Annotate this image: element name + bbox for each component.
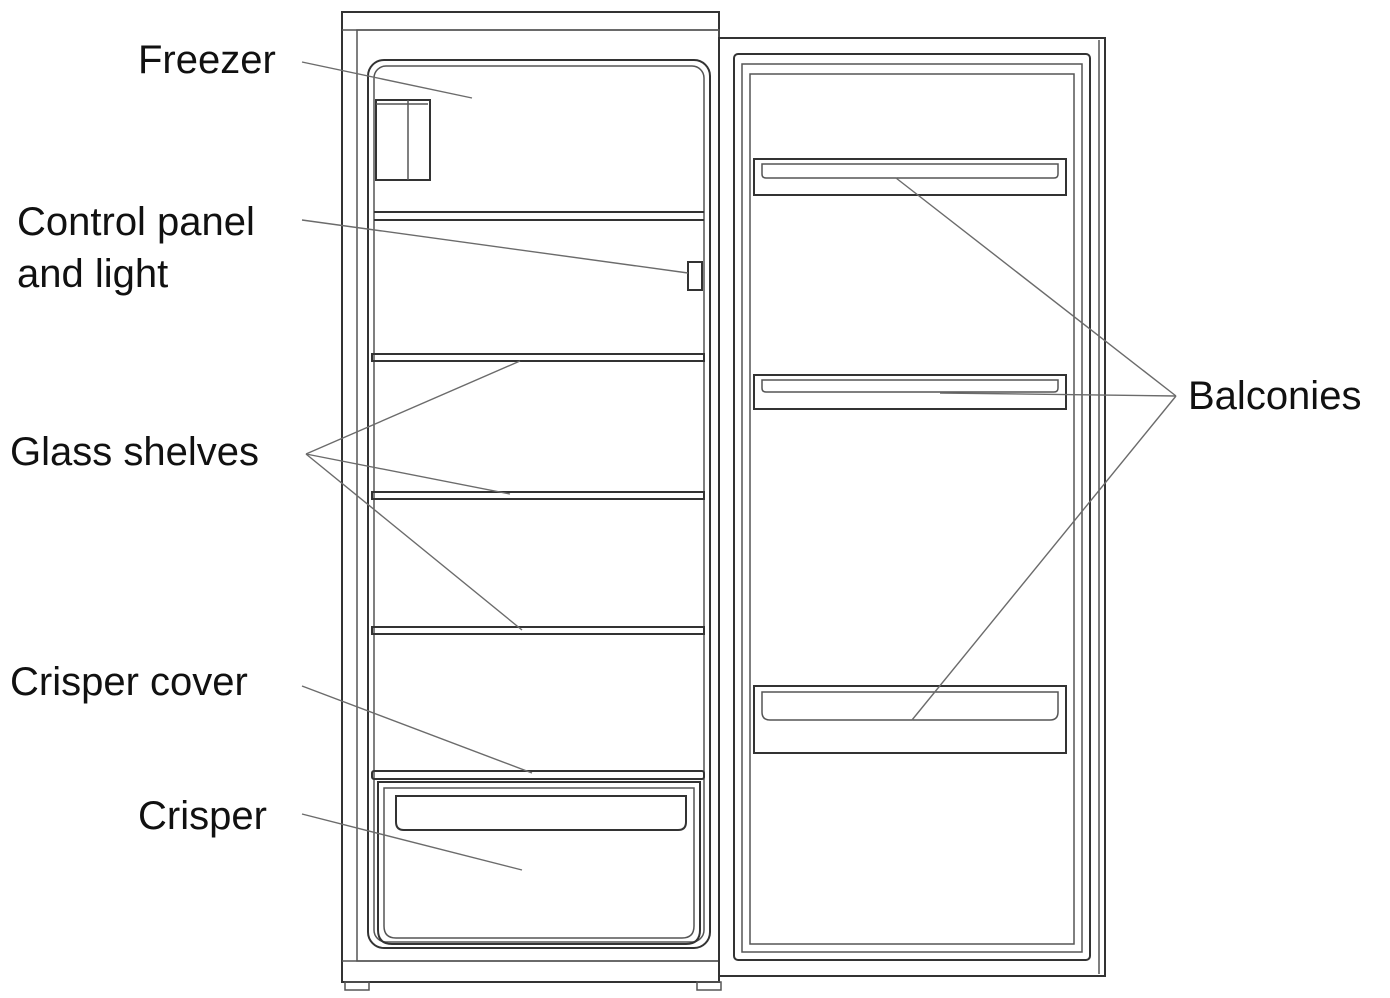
leader-control-panel <box>301 219 689 274</box>
leader-lines <box>301 61 1177 871</box>
label-glass-shelves: Glass shelves <box>10 430 259 474</box>
leader-balcony-middle <box>939 392 1177 397</box>
leader-balcony-bottom <box>911 395 1177 721</box>
label-balconies: Balconies <box>1188 374 1362 418</box>
balcony-middle <box>753 374 1067 410</box>
freezer-compartment <box>374 99 704 221</box>
label-crisper-cover: Crisper cover <box>10 660 248 704</box>
leader-freezer <box>301 61 473 99</box>
label-freezer: Freezer <box>138 38 276 82</box>
fridge-door <box>718 37 1106 977</box>
label-control-panel-line2: and light <box>17 252 169 296</box>
glass-shelf-3 <box>371 626 705 635</box>
leader-glass-shelf-1 <box>305 360 521 455</box>
crisper-cover <box>371 770 705 780</box>
glass-shelves <box>371 353 705 635</box>
glass-shelf-2 <box>371 491 705 500</box>
label-crisper: Crisper <box>138 794 267 838</box>
leader-glass-shelf-3 <box>305 453 523 631</box>
door-balconies <box>753 158 1067 754</box>
leader-glass-shelf-2 <box>305 453 511 495</box>
label-control-panel: Control panel and light <box>17 196 255 300</box>
label-control-panel-line1: Control panel <box>17 200 255 244</box>
control-panel <box>687 261 703 291</box>
crisper-drawer <box>377 781 701 945</box>
leader-crisper <box>301 813 523 871</box>
glass-shelf-1 <box>371 353 705 362</box>
balcony-top <box>753 158 1067 196</box>
leader-crisper-cover <box>301 685 533 774</box>
leader-balcony-top <box>895 177 1177 397</box>
balcony-bottom <box>753 685 1067 754</box>
fridge-cabinet <box>341 11 722 991</box>
